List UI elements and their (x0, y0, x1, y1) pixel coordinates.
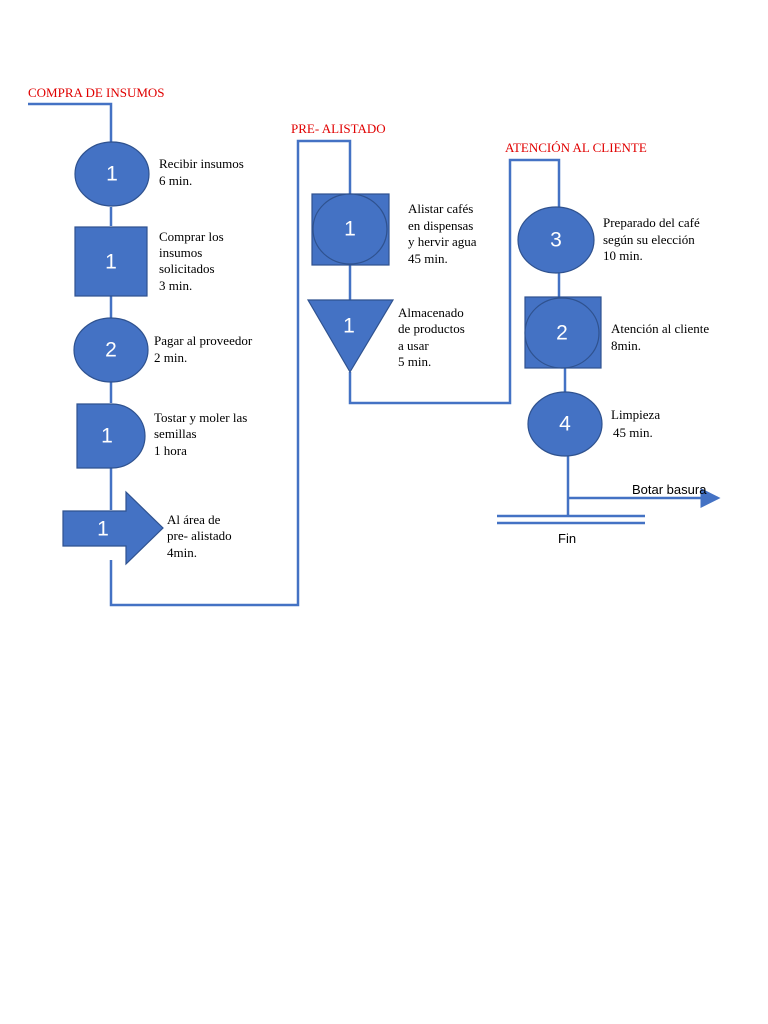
step-description: Almacenado de productos a usar 5 min. (398, 305, 468, 369)
step-number: 1 (97, 518, 109, 541)
step-description: Comprar los insumos solicitados 3 min. (159, 229, 227, 293)
entry-line (28, 102, 113, 143)
step-description: Recibir insumos 6 min. (159, 156, 247, 188)
step-description: Preparado del café según su elección 10 … (603, 215, 703, 263)
combined-circle-icon (524, 297, 600, 369)
step-description: Limpieza 45 min. (611, 407, 663, 440)
fin-label: Fin (558, 531, 576, 546)
step-number: 1 (105, 251, 117, 274)
step-number: 1 (343, 315, 355, 338)
step-number: 1 (344, 218, 356, 241)
operation-circle-icon (527, 391, 603, 457)
operation-circle-icon (517, 206, 595, 274)
inspection-square-icon (74, 226, 148, 297)
section-title-compra: COMPRA DE INSUMOS (28, 85, 165, 100)
step-transporte: 1 Al área de pre- alistado 4min. (62, 490, 235, 566)
storage-triangle-icon (306, 299, 395, 374)
route-to-prealistado (109, 139, 352, 607)
botar-basura-label: Botar basura (632, 482, 707, 497)
step-number: 1 (106, 163, 118, 186)
connector-lines (28, 102, 721, 607)
section-title-atencion: ATENCIÓN AL CLIENTE (505, 140, 647, 155)
combined-circle-icon (312, 193, 388, 265)
transport-arrow-icon (62, 490, 164, 566)
step-comprar-insumos: 1 Comprar los insumos solicitados 3 min. (74, 226, 227, 297)
step-description: Tostar y moler las semillas 1 hora (154, 410, 251, 458)
step-preparado-cafe: 3 Preparado del café según su elección 1… (517, 206, 703, 274)
step-description: Alistar cafés en dispensas y hervir agua… (408, 201, 480, 266)
step-tostar-moler: 1 Tostar y moler las semillas 1 hora (76, 403, 251, 469)
step-alistar-cafes: 1 Alistar cafés en dispensas y hervir ag… (311, 193, 480, 266)
operation-circle-icon (74, 141, 150, 207)
step-number: 2 (105, 339, 117, 362)
step-atencion-cliente: 2 Atención al cliente 8min. (524, 296, 712, 369)
step-description: Al área de pre- alistado 4min. (167, 512, 235, 560)
section-title-prealistado: PRE- ALISTADO (291, 121, 386, 136)
operation-circle-icon (73, 317, 149, 383)
step-description: Pagar al proveedor 2 min. (154, 333, 255, 365)
delay-d-icon (76, 403, 146, 469)
step-number: 1 (101, 425, 113, 448)
step-pagar-proveedor: 2 Pagar al proveedor 2 min. (73, 317, 255, 383)
step-number: 4 (559, 413, 571, 436)
step-number: 2 (556, 322, 568, 345)
route-to-atencion (348, 158, 561, 405)
step-number: 3 (550, 229, 562, 252)
step-recibir-insumos: 1 Recibir insumos 6 min. (74, 141, 247, 207)
step-description: Atención al cliente 8min. (611, 321, 712, 353)
step-almacenado: 1 Almacenado de productos a usar 5 min. (306, 299, 468, 374)
step-limpieza: 4 Limpieza 45 min. (527, 391, 663, 457)
